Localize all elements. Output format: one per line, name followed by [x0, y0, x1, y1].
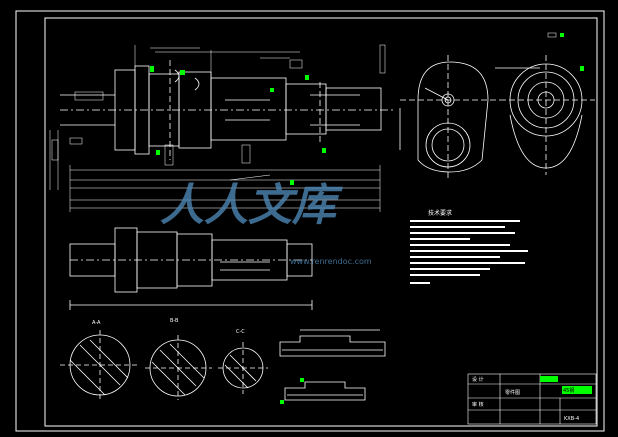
- front-view-tolerance-marks: [150, 66, 326, 185]
- title-block: [467, 373, 597, 425]
- outer-frame: [15, 10, 605, 432]
- drawing-number: KXB-4: [564, 416, 579, 422]
- keyway-marks: [280, 378, 304, 404]
- end-view-right: [495, 55, 595, 175]
- watermark-text: 人人文库: [160, 180, 343, 231]
- end-view-left: [399, 55, 500, 180]
- watermark: 人人文库 www.renrendoc.com: [160, 160, 372, 266]
- top-right-box: [547, 32, 557, 38]
- part-name: 零件图: [505, 389, 520, 396]
- shaft-front-view: [60, 60, 395, 160]
- section-labels: A-A B-B C-C: [92, 318, 245, 335]
- section-label-c: C-C: [236, 329, 245, 335]
- shaft-lower-view: [69, 227, 313, 310]
- title-block-material-cell: [562, 386, 592, 394]
- end-view-marks: [560, 33, 584, 71]
- keyway-detail-views: [279, 329, 386, 401]
- title-block-green-cell: [540, 376, 558, 382]
- title-cell-b: 审 核: [472, 401, 484, 408]
- section-label-a: A-A: [92, 320, 101, 326]
- front-view-dimensions: [49, 44, 386, 212]
- material-text: 45钢: [563, 387, 574, 394]
- title-block-text: 设 计 零件图 45钢 审 核 KXB-4: [472, 376, 579, 422]
- watermark-url: www.renrendoc.com: [290, 257, 372, 266]
- section-views: [60, 330, 268, 400]
- inner-frame: [44, 17, 598, 427]
- requirements-title: 技术要求: [428, 209, 452, 217]
- technical-requirements: 技术要求: [410, 209, 528, 284]
- section-label-b: B-B: [170, 318, 179, 324]
- title-cell-a: 设 计: [472, 376, 484, 383]
